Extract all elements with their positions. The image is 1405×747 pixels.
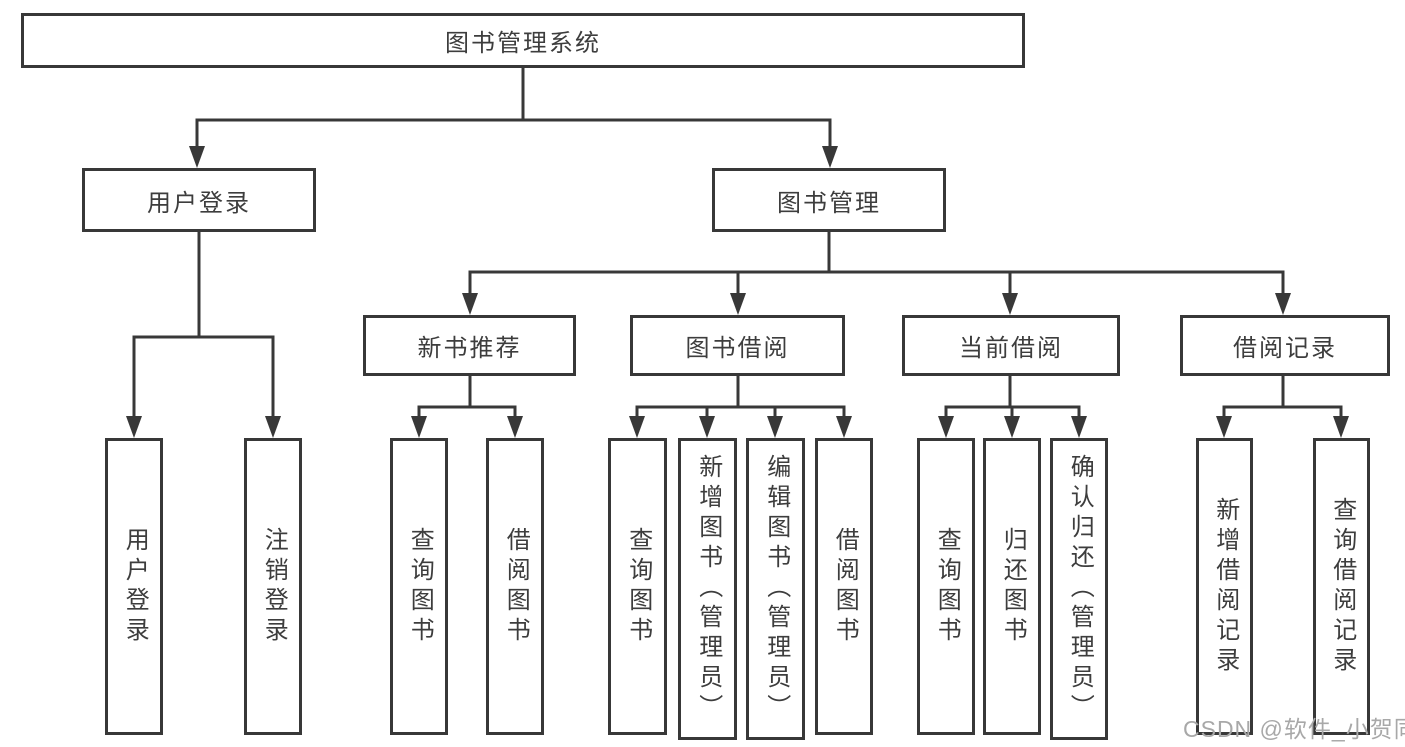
- node-new-book-recommend: 新书推荐: [363, 315, 576, 376]
- leaf-query-books-current-label: 查询图书: [933, 526, 961, 647]
- leaf-logout: 注销登录: [244, 438, 302, 735]
- leaf-add-borrow-record: 新增借阅记录: [1196, 438, 1253, 735]
- node-library-system-label: 图书管理系统: [445, 30, 601, 57]
- node-book-management-label: 图书管理: [777, 189, 881, 217]
- leaf-borrow-books-borrowing-label: 借阅图书: [831, 526, 859, 647]
- leaf-logout-label: 注销登录: [260, 526, 288, 647]
- node-borrowing-records-label: 借阅记录: [1233, 335, 1337, 362]
- leaf-borrow-books-recommend-label: 借阅图书: [502, 526, 530, 647]
- leaf-return-books: 归还图书: [983, 438, 1041, 735]
- leaf-add-book-admin-label: 新增图书（管理员）: [694, 454, 722, 724]
- leaf-return-books-label: 归还图书: [999, 526, 1027, 647]
- leaf-query-books-recommend: 查询图书: [390, 438, 448, 735]
- leaf-query-borrow-record: 查询借阅记录: [1313, 438, 1370, 735]
- node-current-borrowing-label: 当前借阅: [959, 335, 1063, 362]
- leaf-borrow-books-borrowing: 借阅图书: [815, 438, 873, 735]
- node-library-system: 图书管理系统: [21, 13, 1025, 68]
- node-borrowing-records: 借阅记录: [1180, 315, 1390, 376]
- node-new-book-recommend-label: 新书推荐: [417, 335, 522, 362]
- leaf-confirm-return-admin: 确认归还（管理员）: [1050, 438, 1108, 740]
- leaf-query-borrow-record-label: 查询借阅记录: [1328, 496, 1356, 677]
- leaf-query-books-borrowing: 查询图书: [608, 438, 667, 735]
- node-user-login: 用户登录: [82, 168, 316, 232]
- leaf-user-login: 用户登录: [105, 438, 163, 735]
- leaf-query-books-recommend-label: 查询图书: [406, 526, 434, 647]
- leaf-query-books-current: 查询图书: [917, 438, 975, 735]
- watermark: CSDN @软件_小贺同学: [1183, 716, 1405, 742]
- node-book-borrowing: 图书借阅: [630, 315, 845, 376]
- leaf-user-login-label: 用户登录: [121, 526, 149, 647]
- leaf-add-book-admin: 新增图书（管理员）: [678, 438, 737, 740]
- leaf-borrow-books-recommend: 借阅图书: [486, 438, 544, 735]
- node-book-borrowing-label: 图书借阅: [685, 335, 790, 362]
- leaf-edit-book-admin-label: 编辑图书（管理员）: [762, 454, 790, 724]
- node-book-management: 图书管理: [712, 168, 946, 232]
- leaf-query-books-borrowing-label: 查询图书: [624, 526, 652, 647]
- node-user-login-label: 用户登录: [147, 189, 251, 217]
- leaf-add-borrow-record-label: 新增借阅记录: [1211, 496, 1239, 677]
- node-current-borrowing: 当前借阅: [902, 315, 1120, 376]
- leaf-confirm-return-admin-label: 确认归还（管理员）: [1066, 454, 1094, 724]
- leaf-edit-book-admin: 编辑图书（管理员）: [746, 438, 805, 740]
